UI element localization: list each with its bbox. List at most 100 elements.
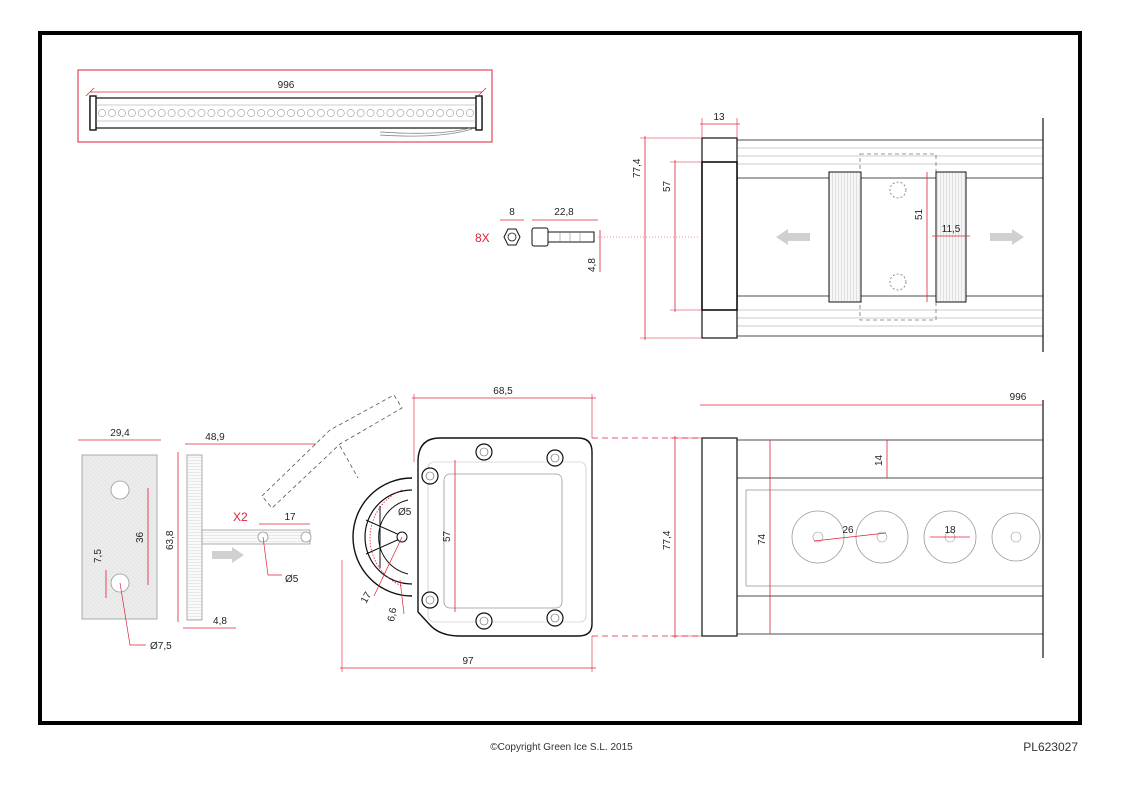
arc-radius-leader <box>373 536 403 597</box>
overview-led <box>356 109 365 117</box>
overview-endcap-left <box>89 95 97 131</box>
overview-length-label: 996 <box>278 80 295 91</box>
led-diameter-label: 18 <box>944 525 956 536</box>
hole-diameter-leader <box>119 582 146 646</box>
copyright-notice: ©Copyright Green Ice S.L. 2015 <box>490 742 633 753</box>
pivot-diameter-label: Ø5 <box>398 507 412 518</box>
overview-box <box>77 69 493 143</box>
overview-led <box>207 109 216 117</box>
mounting-plate-view: 29,4 36 7,5 Ø7,5 <box>78 428 172 652</box>
arc-radius-label: 17 <box>359 590 374 606</box>
screw-head <box>531 227 549 247</box>
screw-head-icon <box>546 609 564 627</box>
hole-offset-label: 7,5 <box>93 549 104 563</box>
offset-dimension <box>399 579 405 615</box>
end-cap-inner-frame <box>427 461 587 623</box>
end-width-label: 68,5 <box>493 386 513 397</box>
overview-led <box>167 109 176 117</box>
overall-height-label: 77,4 <box>632 158 643 178</box>
overview-led <box>456 109 464 117</box>
end-view: 68,5 97 57 Ø5 17 6,6 <box>340 386 596 672</box>
overview-led <box>277 109 285 117</box>
overview-led <box>108 109 116 117</box>
overview-led <box>267 109 275 117</box>
tee-thickness-label: 4,8 <box>213 616 227 627</box>
overview-led <box>426 109 435 117</box>
screw-socket <box>425 595 435 605</box>
overview-led <box>336 109 345 117</box>
side-view: 13 77,4 57 51 11,5 <box>632 112 1044 352</box>
screw-socket <box>550 613 560 623</box>
rail-height-label: 14 <box>874 454 885 466</box>
led-pitch-dimension <box>813 532 887 542</box>
front-endcap <box>701 437 738 637</box>
clamp-right <box>935 171 967 303</box>
screw-diameter-label: 4,8 <box>587 258 598 272</box>
plate-width-label: 29,4 <box>110 428 130 439</box>
overview-cable-2 <box>379 128 473 137</box>
overview-led <box>316 109 325 117</box>
led-chip <box>876 531 888 543</box>
overview-led <box>177 109 186 117</box>
front-led-row <box>791 510 1041 564</box>
lens-height-label: 74 <box>757 533 768 545</box>
end-cap-window <box>443 473 563 609</box>
clamp-width-label: 11,5 <box>942 224 961 235</box>
tee-bracket-plate <box>186 454 203 621</box>
plate-hole-diameter-label: Ø7,5 <box>150 641 172 652</box>
overview-led <box>297 109 305 117</box>
insert-arrow-icon <box>212 547 244 563</box>
overview-led <box>386 109 395 117</box>
overview-led <box>446 109 455 117</box>
hole-spacing-label: 36 <box>135 531 146 543</box>
overview-led <box>117 109 126 117</box>
tee-hole-diameter-label: Ø5 <box>285 574 299 585</box>
screw-quantity-label: 8X <box>475 231 490 245</box>
overview-led <box>147 109 156 117</box>
overview-led-row <box>98 109 474 117</box>
overview-led <box>406 109 415 117</box>
overview-led <box>346 109 355 117</box>
pivot-arc-inner <box>364 489 413 585</box>
screw-head-icon <box>421 467 439 485</box>
screw-head-icon <box>475 612 493 630</box>
dimension-tick <box>85 87 95 97</box>
tee-alternate-stem <box>339 445 359 479</box>
sheet-frame <box>38 31 1082 725</box>
inner-height-label: 57 <box>662 180 673 192</box>
plate-hole-upper <box>110 480 130 500</box>
endcap-thickness-label: 13 <box>713 112 725 123</box>
overview-led <box>237 109 246 117</box>
overview-endcap-right <box>475 95 483 131</box>
pivot-arc-outer <box>352 477 413 597</box>
slot-spacing-label: 17 <box>284 512 296 523</box>
screw-length-label: 22,8 <box>554 207 574 218</box>
screw-shank <box>547 231 595 243</box>
overview-led <box>187 109 196 117</box>
nut-size-label: 8 <box>509 207 515 218</box>
tee-arm-alternate-position <box>261 394 403 509</box>
hex-nut-socket <box>507 232 517 242</box>
overview-led <box>436 109 445 117</box>
end-inner-height-label: 57 <box>442 530 453 542</box>
hex-nut-icon <box>503 228 521 246</box>
overview-led <box>247 109 256 117</box>
screw-socket <box>425 471 435 481</box>
tee-bracket-view: 48,9 63,8 X2 17 Ø5 4,8 <box>165 394 403 629</box>
pivot-arc-slot <box>378 499 409 575</box>
screw-head-icon <box>475 443 493 461</box>
slot-hole-leader <box>262 536 282 576</box>
screw-socket <box>479 447 489 457</box>
overview-led <box>127 109 136 117</box>
overview-led <box>98 109 106 117</box>
hidden-hole <box>889 181 907 199</box>
front-view: 996 77,4 74 14 26 18 <box>662 392 1044 658</box>
led-pitch-label: 26 <box>842 525 854 536</box>
side-view-endcap-inner <box>701 161 738 311</box>
clamp-left <box>828 171 862 303</box>
overview-led <box>157 109 166 117</box>
front-height-label: 77,4 <box>662 530 673 550</box>
overview-view: 996 <box>77 69 493 143</box>
overview-led <box>217 109 226 117</box>
